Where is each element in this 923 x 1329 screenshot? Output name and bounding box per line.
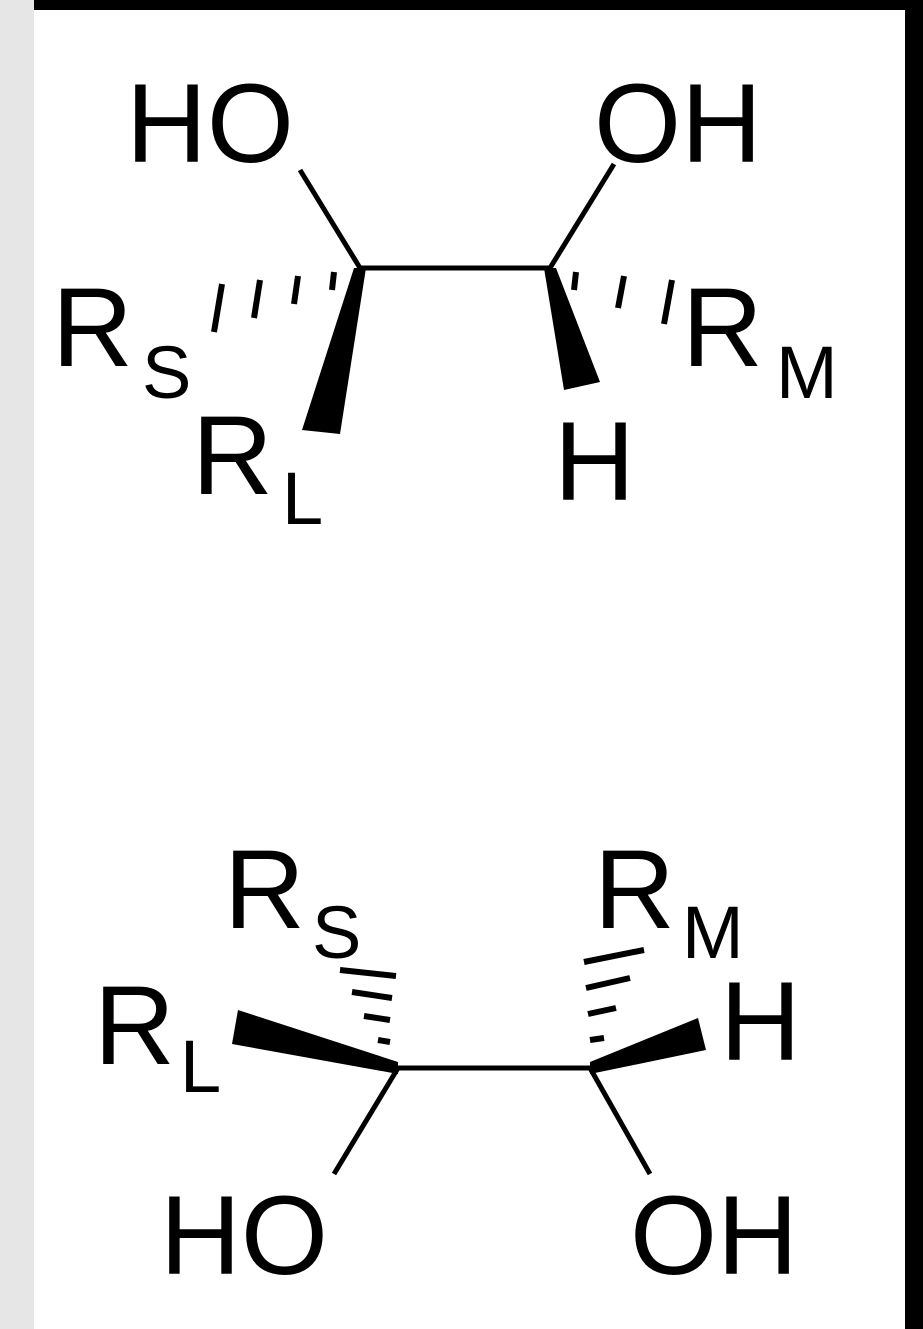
top-hash-rs-1 bbox=[329, 271, 337, 291]
bottom-hash-rs-3 bbox=[351, 989, 393, 1001]
top-c2-oh-bond bbox=[547, 162, 617, 270]
bottom-h-label: H bbox=[720, 959, 801, 1084]
bottom-wedge-h bbox=[590, 1018, 706, 1074]
bottom-rm-label-main: R bbox=[594, 827, 675, 952]
top-hash-rm-1 bbox=[571, 271, 579, 291]
top-rs-label-main: R bbox=[52, 265, 133, 390]
structure-drawing bbox=[211, 162, 706, 1176]
top-h-label: H bbox=[554, 399, 635, 524]
bottom-hash-rm-3 bbox=[585, 975, 631, 991]
bottom-rs-label-main: R bbox=[224, 827, 305, 952]
top-hash-rs-3 bbox=[251, 279, 263, 319]
bottom-oh-label: OH bbox=[630, 1173, 798, 1298]
top-structure-wedges bbox=[302, 268, 600, 434]
bottom-hash-rm-1 bbox=[589, 1035, 605, 1043]
top-rl-label-main: R bbox=[192, 393, 273, 518]
top-wedge-h bbox=[544, 268, 600, 390]
top-c1-ho-bond bbox=[297, 168, 363, 270]
bottom-hash-rm-4 bbox=[583, 947, 645, 965]
bottom-rl-label-main: R bbox=[94, 963, 175, 1088]
bottom-structure-bonds bbox=[331, 1065, 653, 1176]
top-rm-label-subscript: M bbox=[776, 331, 838, 414]
bottom-hash-rm-2 bbox=[587, 1005, 617, 1017]
bottom-rl-label-subscript: L bbox=[180, 1025, 222, 1108]
top-rs-label-subscript: S bbox=[142, 331, 192, 414]
bottom-ho-label: HO bbox=[160, 1173, 328, 1298]
bottom-c1-ho-bond bbox=[331, 1066, 401, 1176]
left-margin-strip bbox=[0, 0, 34, 1329]
bottom-hash-rs-2 bbox=[363, 1013, 391, 1023]
top-hash-rs-2 bbox=[291, 275, 301, 305]
bottom-hash-rs-1 bbox=[377, 1037, 391, 1045]
top-hash-rm-3 bbox=[661, 279, 675, 325]
top-hash-rs-4 bbox=[211, 283, 225, 333]
bottom-structure-hashes bbox=[339, 947, 645, 1045]
top-hash-rm-2 bbox=[615, 275, 627, 309]
top-rl-label-subscript: L bbox=[282, 457, 324, 540]
bottom-structure-wedges bbox=[232, 1010, 706, 1074]
bottom-rm-label-subscript: M bbox=[682, 891, 744, 974]
bottom-rs-label-subscript: S bbox=[312, 891, 362, 974]
top-ho-label: HO bbox=[126, 61, 294, 186]
top-oh-label: OH bbox=[594, 61, 762, 186]
top-wedge-rl bbox=[302, 268, 366, 434]
diagram-canvas: HO OH R S R L R M H R S R M R L H HO OH bbox=[34, 10, 905, 1329]
top-structure-hashes bbox=[211, 271, 675, 333]
bottom-hash-rs-4 bbox=[339, 967, 397, 979]
top-structure-bonds bbox=[297, 162, 617, 271]
bottom-wedge-rl bbox=[232, 1010, 398, 1074]
bottom-c2-oh-bond bbox=[587, 1066, 653, 1176]
top-rm-label-main: R bbox=[682, 265, 763, 390]
